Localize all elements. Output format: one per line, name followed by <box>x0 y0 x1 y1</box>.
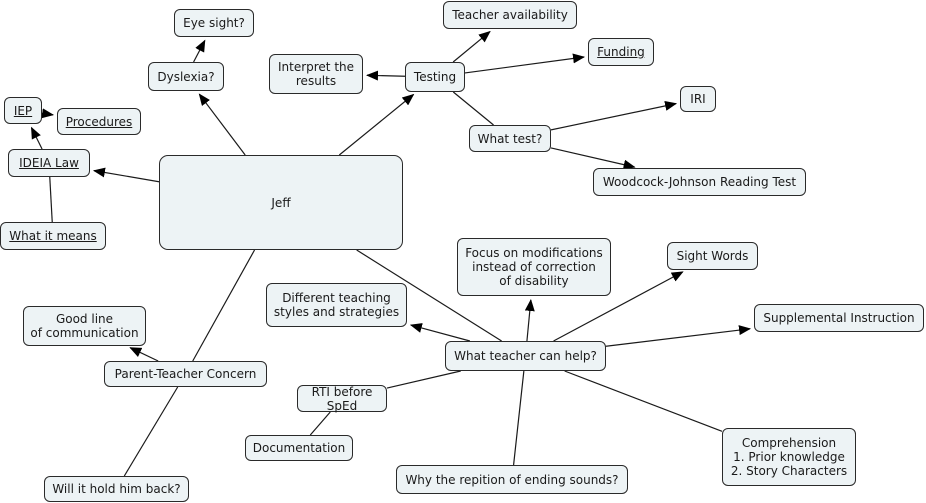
link-jeff-to-ideia_law <box>92 167 160 183</box>
node-jeff[interactable]: Jeff <box>159 155 403 250</box>
link-what_teacher-to-focus <box>524 298 535 342</box>
node-comprehension[interactable]: Comprehension 1. Prior knowledge 2. Stor… <box>722 428 856 486</box>
node-funding[interactable]: Funding <box>588 38 654 66</box>
link-what_test-to-iri <box>550 100 678 131</box>
node-what-teacher-can-help[interactable]: What teacher can help? <box>445 341 606 371</box>
node-documentation[interactable]: Documentation <box>245 435 353 461</box>
link-what_teacher-to-supplemental <box>605 325 752 347</box>
node-repition-ending-sounds[interactable]: Why the repition of ending sounds? <box>396 465 628 494</box>
link-ideia_law-to-what_it_means <box>49 176 53 223</box>
link-parent_teacher-to-hold_back <box>123 386 179 477</box>
node-different-teaching-styles[interactable]: Different teaching styles and strategies <box>266 283 407 327</box>
node-testing[interactable]: Testing <box>405 62 465 92</box>
node-teacher-availability[interactable]: Teacher availability <box>443 1 577 29</box>
node-sight-words[interactable]: Sight Words <box>667 242 758 270</box>
link-parent_teacher-to-good_line <box>129 347 159 362</box>
link-testing-to-what_test <box>452 91 494 126</box>
node-supplemental-instruction[interactable]: Supplemental Instruction <box>754 304 924 332</box>
node-focus-on-modifications[interactable]: Focus on modifications instead of correc… <box>457 238 611 296</box>
link-testing-to-funding <box>464 53 586 74</box>
link-what_teacher-to-rti <box>386 370 461 389</box>
node-procedures[interactable]: Procedures <box>57 108 141 135</box>
node-dyslexia[interactable]: Dyslexia? <box>148 62 224 91</box>
link-jeff-to-what_teacher <box>356 249 502 342</box>
node-eye-sight[interactable]: Eye sight? <box>174 9 254 37</box>
node-ideia-law[interactable]: IDEIA Law <box>8 149 90 177</box>
link-jeff-to-parent_teacher <box>192 249 256 362</box>
link-testing-to-teacher_availability <box>452 30 491 63</box>
node-what-it-means[interactable]: What it means <box>0 222 106 250</box>
link-testing-to-interpret <box>365 70 406 81</box>
link-ideia_law-to-iep <box>30 126 43 150</box>
link-dyslexia-to-eye_sight <box>193 39 206 63</box>
link-jeff-to-testing <box>338 93 415 156</box>
node-good-line-communication[interactable]: Good line of communication <box>23 306 146 346</box>
node-interpret-results[interactable]: Interpret the results <box>269 54 363 94</box>
node-iep[interactable]: IEP <box>4 97 42 124</box>
node-iri[interactable]: IRI <box>680 86 716 112</box>
node-parent-teacher-concern[interactable]: Parent-Teacher Concern <box>104 361 267 387</box>
node-rti-before-sped[interactable]: RTI before SpEd <box>297 385 387 413</box>
link-iep-to-procedures <box>41 108 55 119</box>
link-what_teacher-to-comprehension <box>564 370 723 432</box>
node-will-it-hold-him-back[interactable]: Will it hold him back? <box>44 476 189 502</box>
link-jeff-to-dyslexia <box>198 93 246 156</box>
link-what_teacher-to-sight_words <box>553 271 684 342</box>
node-woodcock-johnson[interactable]: Woodcock-Johnson Reading Test <box>593 168 806 196</box>
link-rti-to-documentation <box>309 411 331 436</box>
link-what_test-to-woodcock <box>550 147 636 170</box>
link-what_teacher-to-repition <box>512 370 525 466</box>
node-what-test[interactable]: What test? <box>469 125 551 152</box>
link-what_teacher-to-different_teaching <box>409 323 471 342</box>
